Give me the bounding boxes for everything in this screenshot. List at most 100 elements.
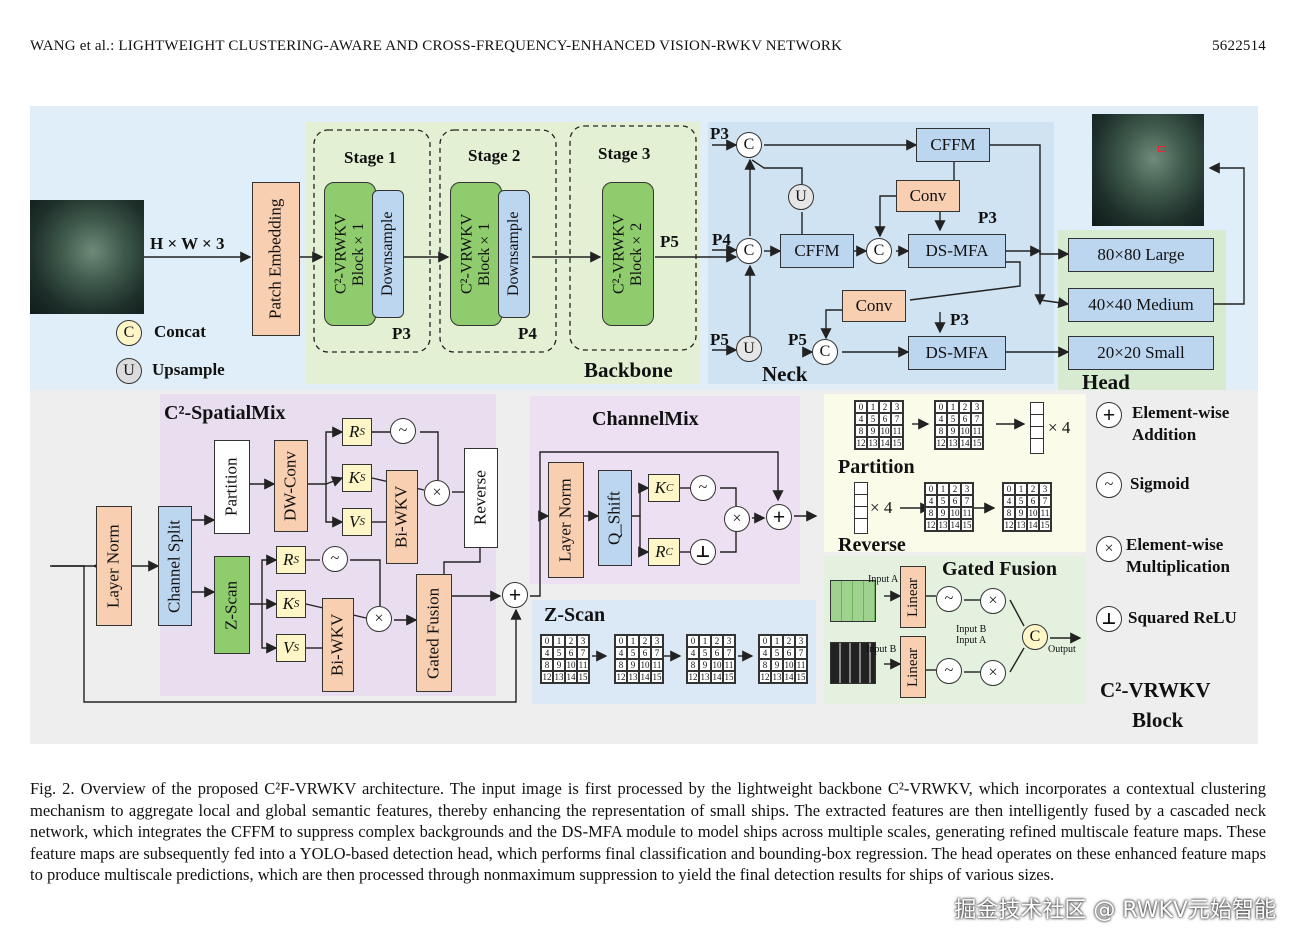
grid-cell: 5 (947, 413, 959, 425)
grid-cell: 7 (577, 647, 589, 659)
grid-cell: 1 (553, 635, 565, 647)
head-title: Head (1082, 370, 1130, 394)
grid-cell: 7 (891, 413, 903, 425)
grid-cell: 13 (553, 671, 565, 683)
stage1-title: Stage 1 (344, 148, 397, 167)
page-number: 5622514 (1212, 38, 1266, 54)
grid-cell: 8 (541, 659, 553, 671)
grid-cell: 11 (577, 659, 589, 671)
grid-cell: 3 (651, 635, 663, 647)
stage3-block: C²-VRWKV Block×2 (602, 182, 654, 326)
grid-cell: 10 (949, 507, 961, 519)
grid-cell: 6 (959, 413, 971, 425)
grid-cell: 10 (639, 659, 651, 671)
grid-cell: 3 (577, 635, 589, 647)
stage2-block: C²-VRWKV Block×1 (450, 182, 502, 326)
grid-cell: 9 (947, 425, 959, 437)
grid-cell: 13 (937, 519, 949, 531)
running-header: WANG et al.: LIGHTWEIGHT CLUSTERING-AWAR… (30, 38, 843, 54)
output-satellite-image (1092, 114, 1204, 226)
grid-cell: 7 (1039, 495, 1051, 507)
linear-box-a: Linear (900, 566, 926, 628)
grid-cell: 7 (961, 495, 973, 507)
grid-cell: 11 (891, 425, 903, 437)
partition-vector-icon (1030, 402, 1044, 454)
grid-cell: 5 (699, 647, 711, 659)
grid-cell: 11 (723, 659, 735, 671)
biwkv-box-2: Bi-WKV (322, 598, 354, 692)
grid-cell: 7 (971, 413, 983, 425)
grid-cell: 6 (711, 647, 723, 659)
add-icon-2: + (766, 504, 792, 530)
grid-cell: 12 (759, 671, 771, 683)
multiply-icon-3: × (724, 506, 750, 532)
grid-cell: 0 (855, 401, 867, 413)
patch-embedding-box: Patch Embedding (252, 182, 300, 336)
detection-box-icon (1158, 146, 1166, 152)
neck-input-p5: P5 (710, 330, 729, 349)
grid-cell: 1 (699, 635, 711, 647)
stage2-output-p4: P4 (518, 324, 537, 343)
reverse-times4: × 4 (870, 498, 893, 517)
grid-cell: 13 (699, 671, 711, 683)
grid-cell: 8 (855, 425, 867, 437)
stage1-downsample: Downsample (372, 190, 404, 318)
legend-add: Element-wise Addition (1132, 403, 1230, 445)
sigmoid-icon-1: ~ (390, 418, 416, 444)
grid-cell: 12 (541, 671, 553, 683)
grid-cell: 2 (1027, 483, 1039, 495)
stage2-title: Stage 2 (468, 146, 521, 165)
channelmix-title: ChannelMix (592, 408, 699, 430)
grid-cell: 15 (577, 671, 589, 683)
grid-cell: 6 (639, 647, 651, 659)
neck-input-p3: P3 (710, 124, 729, 143)
partition-box: Partition (214, 440, 250, 534)
sigmoid-icon-2: ~ (322, 546, 348, 572)
grid-cell: 6 (879, 413, 891, 425)
layer-norm-box-2: Layer Norm (548, 462, 584, 578)
dsmfa-mid-p3: P3 (978, 208, 997, 227)
gf-output-label: Output (1048, 644, 1076, 655)
grid-cell: 0 (687, 635, 699, 647)
grid-cell: 14 (949, 519, 961, 531)
grid-cell: 7 (651, 647, 663, 659)
head-small: 20×20 Small (1068, 336, 1214, 370)
grid-cell: 8 (687, 659, 699, 671)
grid-cell: 2 (783, 635, 795, 647)
grid-cell: 1 (771, 635, 783, 647)
grid-cell: 10 (711, 659, 723, 671)
grid-cell: 3 (961, 483, 973, 495)
legend-sigmoid-icon: ~ (1096, 472, 1122, 498)
grid-cell: 15 (891, 437, 903, 449)
stage2-downsample: Downsample (498, 190, 530, 318)
input-a-label: Input A (868, 574, 899, 585)
grid-cell: 5 (937, 495, 949, 507)
grid-cell: 9 (1015, 507, 1027, 519)
grid-cell: 12 (855, 437, 867, 449)
sigmoid-icon-gf-2: ~ (936, 658, 962, 684)
grid-cell: 15 (795, 671, 807, 683)
grid-cell: 11 (651, 659, 663, 671)
neck-concat-2: C (736, 238, 762, 264)
channel-split-box: Channel Split (158, 506, 192, 626)
gf-input-a-label: Input A (956, 635, 987, 646)
grid-cell: 10 (879, 425, 891, 437)
watermark: 掘金技术社区 @ RWKV元始智能 (954, 898, 1276, 923)
grid-cell: 14 (565, 671, 577, 683)
grid-cell: 5 (553, 647, 565, 659)
grid-cell: 12 (615, 671, 627, 683)
grid-cell: 3 (795, 635, 807, 647)
grid-cell: 13 (1015, 519, 1027, 531)
legend-mult-icon: × (1096, 536, 1122, 562)
sigmoid-icon-3: ~ (690, 475, 716, 501)
grid-cell: 14 (639, 671, 651, 683)
cffm-box-mid: CFFM (780, 234, 854, 268)
stage3-output-p5: P5 (660, 232, 679, 251)
